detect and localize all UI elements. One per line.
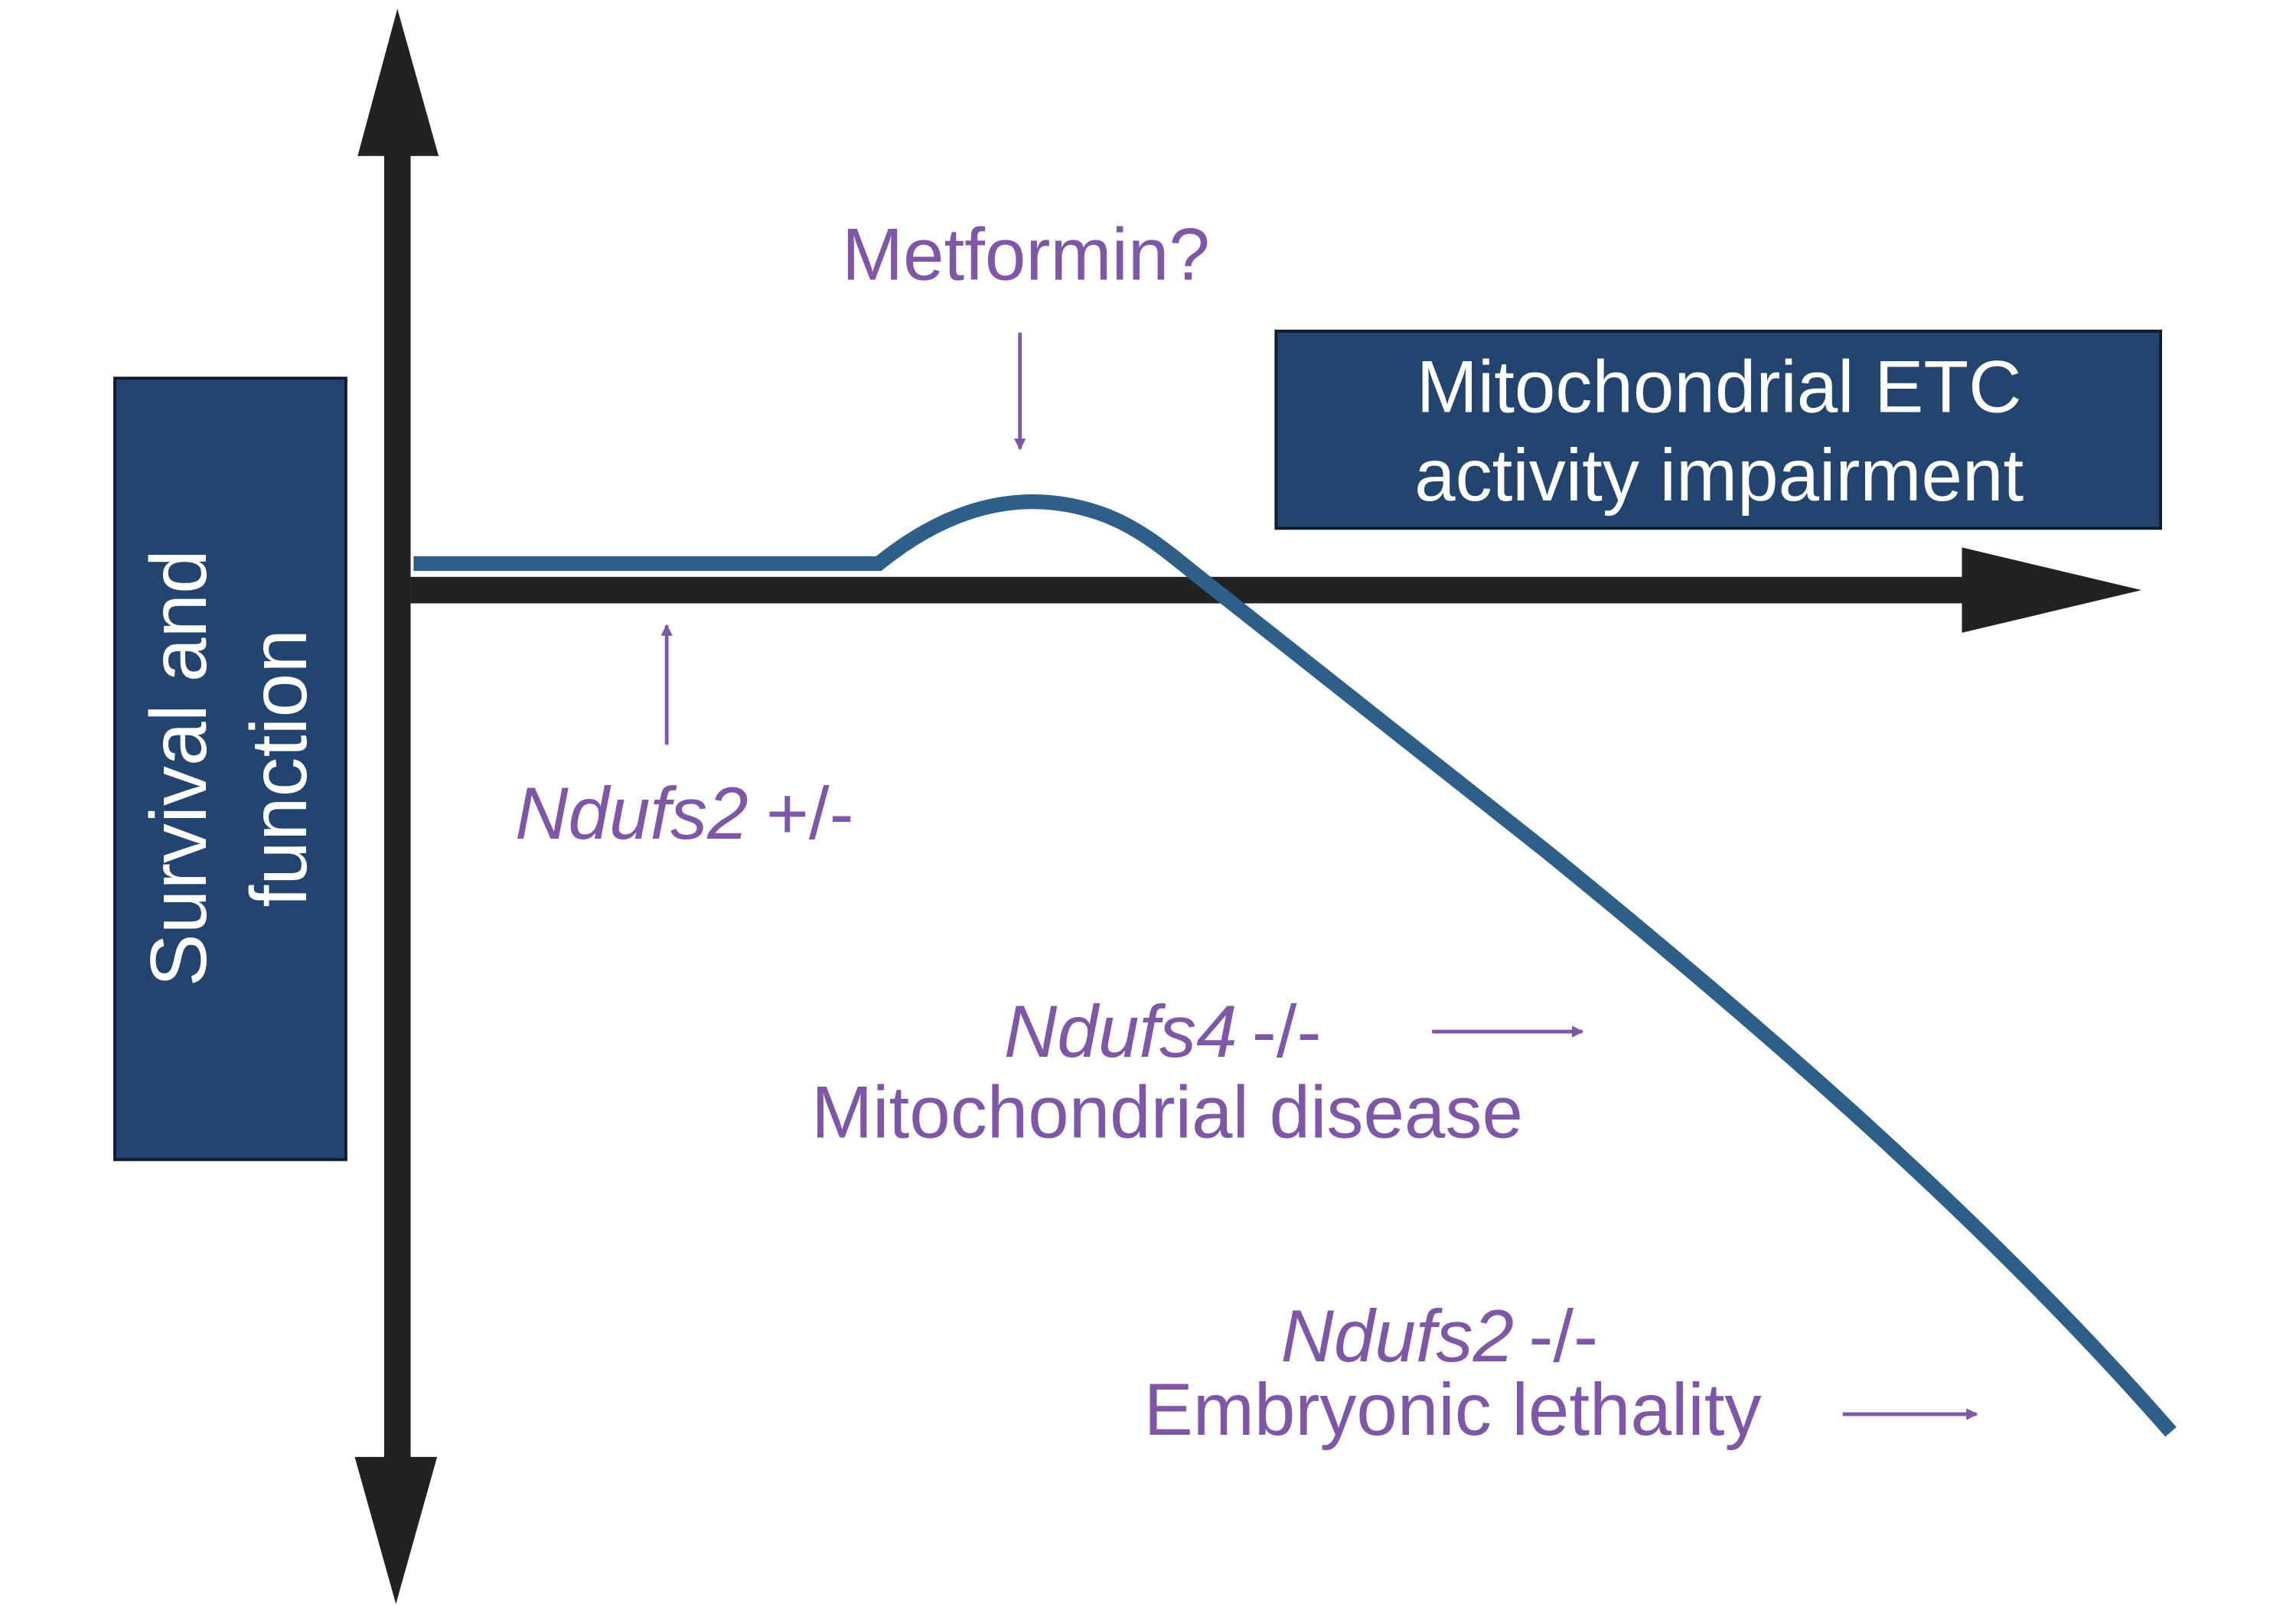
- y-axis: [354, 8, 439, 1605]
- survival-curve: [413, 494, 2177, 1437]
- ndufs2-het-genotype: +/-: [766, 773, 854, 855]
- ndufs2-het-gene: Ndufs2: [515, 773, 748, 855]
- y-axis-bottom-arrowhead: [354, 1456, 438, 1605]
- x-axis-label-line2: activity impairment: [1414, 435, 2024, 517]
- y-axis-label-line2: function: [235, 629, 324, 908]
- ndufs2-ko-genotype: -/-: [1528, 1296, 1598, 1377]
- ndufs2-ko-gene: Ndufs2: [1280, 1296, 1514, 1377]
- x-axis: [410, 547, 2142, 633]
- y-axis-label-line1: Survival and: [135, 549, 223, 986]
- x-axis-label-box: Mitochondrial ETC activity impairment: [1274, 329, 2162, 530]
- x-axis-arrowhead: [1962, 547, 2142, 633]
- x-axis-label-line1: Mitochondrial ETC: [1417, 346, 2022, 428]
- ndufs4-ko-label: Ndufs4-/-: [1004, 991, 1322, 1073]
- ndufs2-ko-label: Ndufs2-/-: [1280, 1296, 1598, 1377]
- y-axis-top-arrowhead: [357, 8, 439, 156]
- ndufs2-ko-phenotype: Embryonic lethality: [1144, 1369, 1762, 1451]
- ndufs2-het-label: Ndufs2+/-: [515, 773, 854, 855]
- ndufs4-ko-gene: Ndufs4: [1004, 991, 1238, 1073]
- y-axis-label-box: Survival and function: [113, 376, 347, 1162]
- metformin-label: Metformin?: [842, 214, 1210, 295]
- ndufs4-ko-genotype: -/-: [1252, 991, 1322, 1073]
- ndufs4-ko-phenotype: Mitochondrial disease: [811, 1072, 1523, 1154]
